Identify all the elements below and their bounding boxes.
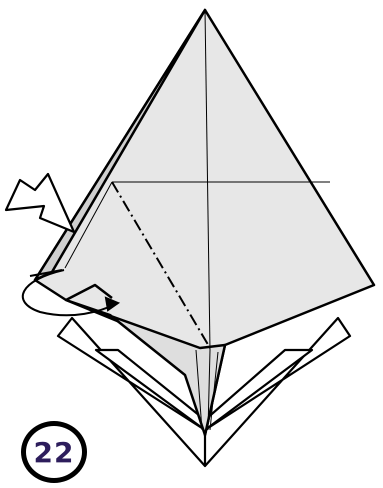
step-number-label: 22 bbox=[34, 436, 75, 469]
step-number-badge: 22 bbox=[21, 421, 87, 483]
push-arrow-icon bbox=[6, 174, 74, 232]
front-paper-layer bbox=[35, 10, 374, 435]
